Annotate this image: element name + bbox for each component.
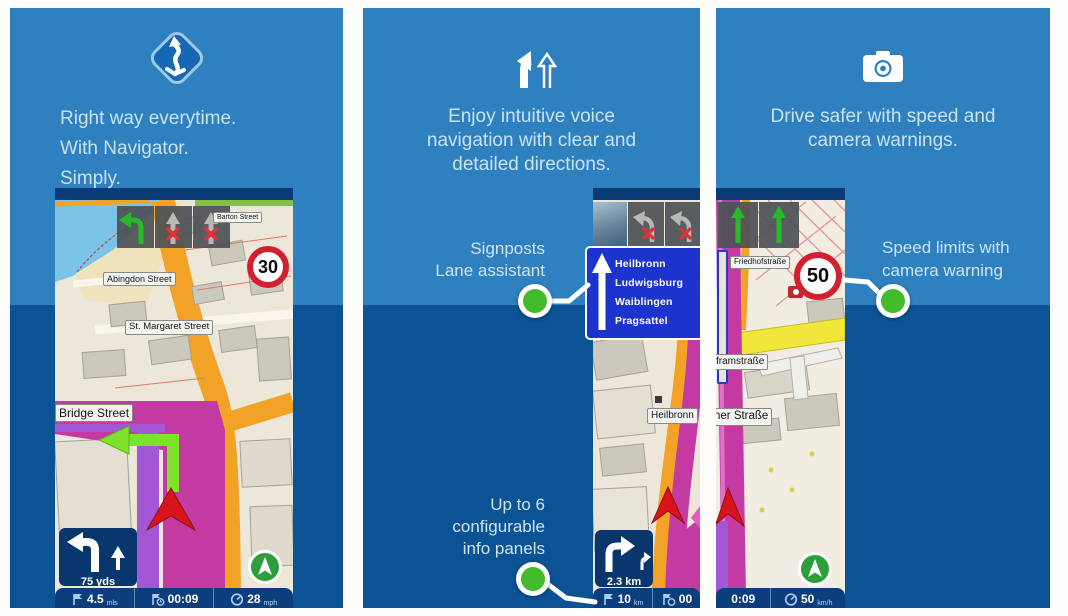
headline-line: Enjoy intuitive voice bbox=[448, 106, 615, 127]
lane-straight-blocked-icon bbox=[165, 212, 181, 244]
compass-button bbox=[248, 550, 282, 584]
promo-panel-1: Right way everytime. With Navigator. Sim… bbox=[10, 8, 343, 608]
lane-cell bbox=[155, 206, 192, 248]
street-label: framstraße bbox=[716, 354, 769, 370]
status-eta: 00 bbox=[651, 588, 700, 608]
compass-arrow-icon bbox=[258, 557, 272, 575]
speed-camera-badge bbox=[788, 286, 803, 298]
headline-line: camera warnings. bbox=[808, 130, 958, 151]
turn-distance: 2.3 km bbox=[606, 576, 642, 588]
phone-screenshot-camera-warning: Friedhofstraße framstraße ner Straße 50 … bbox=[716, 188, 845, 608]
lane-cell bbox=[759, 202, 799, 248]
signpost-destination: Waiblingen bbox=[615, 296, 673, 308]
callout-dot bbox=[518, 284, 552, 318]
callout-signposts: Signposts Lane assistant bbox=[435, 239, 545, 280]
headline-panel-1: Right way everytime. With Navigator. Sim… bbox=[60, 104, 236, 194]
app-title-bar bbox=[55, 188, 293, 200]
signpost-up-arrow-icon bbox=[592, 253, 612, 330]
signpost: Heilbronn Ludwigsburg Waiblingen Pragsat… bbox=[585, 246, 700, 340]
flag-icon bbox=[603, 594, 613, 605]
vehicle-position-arrow-icon bbox=[145, 486, 197, 532]
flag-clock-icon bbox=[151, 594, 165, 606]
lane-assistant-bar bbox=[117, 206, 230, 248]
lane-turn-left-allowed-icon bbox=[119, 212, 144, 244]
street-label: ner Straße bbox=[716, 408, 773, 426]
lane-cell bbox=[117, 206, 154, 248]
flag-clock-icon bbox=[662, 594, 676, 606]
street-label: Friedhofstraße bbox=[730, 256, 791, 269]
signpost-destination: Heilbronn bbox=[615, 258, 666, 270]
headline-line: Drive safer with speed and bbox=[770, 106, 996, 127]
turn-arrows-icon bbox=[363, 48, 700, 88]
street-label: Barton Street bbox=[213, 212, 263, 224]
map-render bbox=[716, 199, 845, 608]
callout-dot bbox=[516, 562, 550, 596]
status-eta: 00:09 bbox=[133, 588, 214, 608]
callout-info-panels: Up to 6 configurable info panels bbox=[452, 495, 545, 558]
lane-map-thumbnail bbox=[593, 202, 627, 246]
lane-assistant-bar bbox=[718, 202, 799, 248]
lane-curve-left-blocked-icon bbox=[633, 211, 656, 242]
navigator-logo-icon bbox=[10, 26, 343, 90]
promo-panel-3: Drive safer with speed and camera warnin… bbox=[716, 8, 1050, 608]
phone-screenshot-navigation: Barton Street Abingdon Street St. Margar… bbox=[55, 188, 293, 608]
next-turn-route-arrow-icon bbox=[97, 425, 179, 492]
next-turn-panel: 2.3 km bbox=[595, 530, 653, 588]
app-title-bar bbox=[716, 188, 845, 200]
signpost-destination: Ludwigsburg bbox=[615, 277, 684, 289]
promo-panel-2: Enjoy intuitive voice navigation with cl… bbox=[363, 8, 700, 608]
headline-panel-3: Drive safer with speed and camera warnin… bbox=[716, 105, 1050, 153]
turn-left-arrow-icon bbox=[67, 532, 125, 572]
lane-assistant-bar bbox=[593, 202, 700, 246]
lane-straight-allowed-icon bbox=[731, 206, 745, 243]
headline-line: With Navigator. bbox=[60, 138, 189, 159]
compass-arrow-icon bbox=[808, 559, 822, 577]
route-highlight bbox=[55, 401, 225, 597]
compass-button bbox=[798, 552, 832, 586]
vehicle-position-arrow-icon bbox=[650, 485, 686, 525]
signpost-destination: Pragsattel bbox=[615, 315, 668, 327]
lane-cell bbox=[628, 202, 664, 246]
headline-line: Simply. bbox=[60, 168, 121, 189]
street-label: Bridge Street bbox=[55, 404, 134, 423]
street-label: Heilbronn bbox=[647, 408, 698, 424]
lane-curve-left-blocked-icon bbox=[670, 211, 693, 242]
lane-straight-allowed-icon bbox=[772, 206, 786, 243]
turn-right-arrow-icon bbox=[605, 536, 651, 572]
next-turn-panel: 75 yds bbox=[59, 528, 137, 588]
status-eta: 0:09 bbox=[731, 592, 756, 606]
speedometer-icon bbox=[784, 593, 798, 606]
callout-dot bbox=[876, 284, 910, 318]
headline-line: navigation with clear and bbox=[426, 130, 637, 151]
headline-line: detailed directions. bbox=[452, 154, 611, 175]
turn-distance: 75 yds bbox=[80, 576, 116, 588]
vehicle-position-arrow-icon bbox=[716, 486, 746, 528]
camera-icon bbox=[716, 48, 1050, 86]
headline-line: Right way everytime. bbox=[60, 108, 237, 129]
street-label: St. Margaret Street bbox=[125, 320, 214, 335]
speed-limit-sign: 30 bbox=[247, 246, 289, 288]
speedometer-icon bbox=[231, 593, 244, 606]
flag-icon bbox=[73, 594, 83, 605]
street-label: Abingdon Street bbox=[103, 272, 176, 287]
lane-cell bbox=[665, 202, 700, 246]
roadside-sign-marker bbox=[717, 250, 728, 384]
app-title-bar bbox=[593, 188, 700, 200]
callout-speed-limits: Speed limits with camera warning bbox=[882, 238, 1010, 280]
lane-cell bbox=[718, 202, 758, 248]
headline-panel-2: Enjoy intuitive voice navigation with cl… bbox=[363, 105, 700, 177]
